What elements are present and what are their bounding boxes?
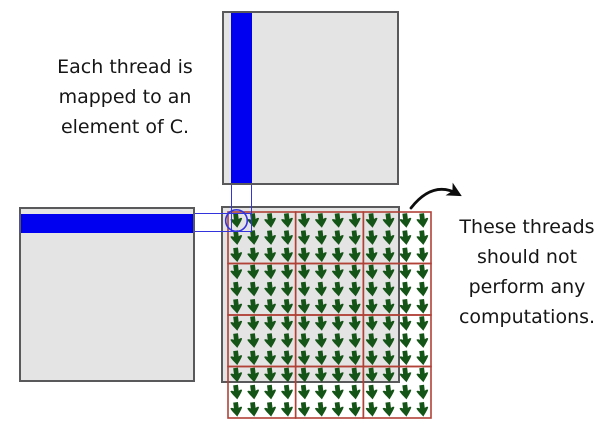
thread-down-arrow-icon bbox=[331, 401, 345, 418]
thread-down-arrow-icon bbox=[398, 229, 413, 246]
thread-down-arrow-icon bbox=[415, 350, 430, 366]
thread-down-arrow-icon bbox=[398, 212, 413, 229]
matrix-c-result bbox=[221, 206, 400, 383]
thread-down-arrow-icon bbox=[398, 247, 413, 263]
thread-down-arrow-icon bbox=[415, 212, 430, 229]
thread-down-arrow-icon bbox=[331, 384, 345, 401]
thread-down-arrow-icon bbox=[348, 384, 362, 401]
thread-down-arrow-icon bbox=[398, 332, 413, 349]
thread-down-arrow-icon bbox=[365, 401, 379, 418]
thread-down-arrow-icon bbox=[280, 384, 294, 401]
thread-down-arrow-icon bbox=[263, 401, 278, 418]
thread-down-arrow-icon bbox=[415, 401, 430, 418]
thread-down-arrow-icon bbox=[314, 401, 328, 418]
thread-down-arrow-icon bbox=[415, 315, 430, 332]
right-note-line: perform any bbox=[468, 276, 586, 298]
thread-down-arrow-icon bbox=[229, 401, 244, 418]
thread-down-arrow-icon bbox=[381, 401, 396, 418]
right-note-line: should not bbox=[476, 246, 578, 268]
thread-down-arrow-icon bbox=[246, 384, 261, 401]
thread-down-arrow-icon bbox=[398, 401, 413, 418]
right-note-line: These threads bbox=[459, 216, 595, 238]
left-note: Each thread is mapped to an element of C… bbox=[35, 52, 215, 142]
thread-down-arrow-icon bbox=[415, 247, 430, 263]
matrix-a-row-strip bbox=[21, 214, 193, 233]
thread-down-arrow-icon bbox=[314, 384, 328, 401]
thread-down-arrow-icon bbox=[381, 384, 396, 401]
thread-down-arrow-icon bbox=[398, 350, 413, 366]
thread-down-arrow-icon bbox=[365, 384, 379, 401]
thread-down-arrow-icon bbox=[398, 264, 413, 280]
thread-down-arrow-icon bbox=[398, 298, 413, 315]
right-note-line: computations. bbox=[458, 306, 596, 328]
thread-down-arrow-icon bbox=[398, 384, 413, 401]
thread-down-arrow-icon bbox=[398, 315, 413, 332]
left-note-line: element of C. bbox=[60, 116, 190, 138]
left-note-line: mapped to an bbox=[58, 86, 192, 108]
thread-down-arrow-icon bbox=[415, 229, 430, 246]
thread-down-arrow-icon bbox=[415, 332, 430, 349]
matrix-b-column-strip bbox=[231, 13, 252, 183]
thread-down-arrow-icon bbox=[263, 384, 278, 401]
thread-down-arrow-icon bbox=[415, 298, 430, 315]
right-note: These threads should not perform any com… bbox=[452, 212, 600, 332]
thread-down-arrow-icon bbox=[415, 367, 430, 383]
thread-down-arrow-icon bbox=[348, 401, 362, 418]
thread-down-arrow-icon bbox=[415, 264, 430, 280]
thread-down-arrow-icon bbox=[398, 367, 413, 383]
thread-down-arrow-icon bbox=[280, 401, 294, 418]
thread-down-arrow-icon bbox=[415, 384, 430, 401]
thread-down-arrow-icon bbox=[415, 281, 430, 298]
thread-down-arrow-icon bbox=[398, 281, 413, 298]
thread-down-arrow-icon bbox=[297, 384, 311, 401]
thread-down-arrow-icon bbox=[229, 384, 244, 401]
left-note-line: Each thread is bbox=[57, 56, 193, 78]
curved-pointer-arrow bbox=[409, 182, 462, 210]
thread-down-arrow-icon bbox=[297, 401, 311, 418]
matrix-a-operand-left bbox=[19, 207, 195, 382]
thread-down-arrow-icon bbox=[246, 401, 261, 418]
